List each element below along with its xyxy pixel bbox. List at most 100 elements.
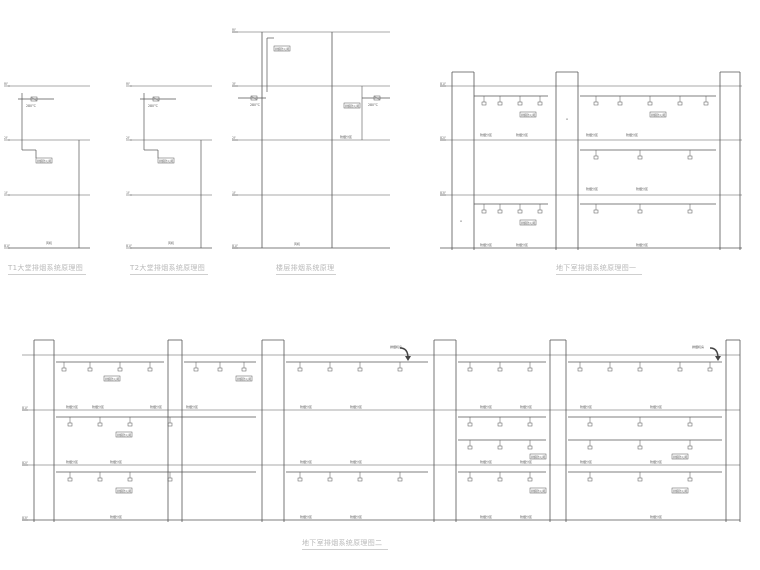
caption-floor: 楼层排烟系统原理: [276, 264, 335, 272]
zone-label: 防烟分区: [480, 242, 492, 247]
label-box: [519, 219, 537, 226]
caption-underline: [130, 274, 208, 275]
zone-label: 防烟分区: [480, 514, 492, 519]
zone-label: 防烟分区: [300, 514, 312, 519]
zone-label: 防烟分区: [636, 242, 648, 247]
fire-damper: [152, 96, 160, 102]
smoke-outlet: [481, 209, 487, 214]
damper-blade: [30, 96, 38, 102]
floor-level-label: 2F: [126, 136, 130, 140]
smoke-outlet: [677, 367, 683, 372]
smoke-outlet: [357, 477, 363, 482]
smoke-outlet: [67, 477, 73, 482]
zone-label: 防烟分区: [580, 404, 592, 409]
floor-level-label: 1F: [126, 191, 130, 195]
caption-underline: [8, 274, 86, 275]
smoke-outlet: [467, 422, 473, 427]
label-box: [273, 45, 291, 52]
zone-label: 防烟分区: [636, 186, 648, 191]
smoke-outlet: [327, 367, 333, 372]
smoke-outlet: [647, 101, 653, 106]
smoke-outlet: [617, 101, 623, 106]
zone-label: 防烟分区: [66, 404, 78, 409]
smoke-outlet: [397, 367, 403, 372]
smoke-outlet: [497, 209, 503, 214]
zone-label: 防烟分区: [186, 404, 198, 409]
label-box: [343, 102, 361, 109]
room-label: 风机: [168, 240, 174, 245]
label-text: 排烟防火阀: [117, 433, 131, 437]
caption-underline: [556, 274, 642, 275]
smoke-outlet: [497, 445, 503, 450]
smoke-outlet: [687, 209, 693, 214]
zone-label: 防烟分区: [520, 459, 532, 464]
label-box: [115, 431, 133, 438]
floor-level-label: B1F: [4, 244, 10, 248]
smoke-outlet: [593, 209, 599, 214]
temp-label: 280°C: [250, 103, 261, 107]
damper-blade: [152, 96, 160, 102]
floor-level-label: B3F: [440, 191, 446, 195]
smoke-outlet: [537, 209, 543, 214]
zone-label: 防烟分区: [516, 132, 528, 137]
fan-arrow-head-icon: [405, 356, 411, 361]
temp-label: 280°C: [148, 104, 159, 108]
label-box: [671, 487, 689, 494]
label-box: [103, 375, 121, 382]
label-text: 排烟防火阀: [521, 221, 535, 225]
caption-t1-lobby: T1大堂排烟系统原理图: [8, 264, 84, 272]
floor-level-label: B1F: [22, 406, 28, 410]
smoke-outlet: [97, 422, 103, 427]
label-box: [157, 157, 175, 164]
zone-label: 防烟分区: [586, 186, 598, 191]
smoke-outlet: [497, 422, 503, 427]
floor-level-label: B1F: [440, 82, 446, 86]
label-text: 排烟防火阀: [521, 113, 535, 117]
label-text: 排烟防火阀: [531, 455, 545, 459]
smoke-outlet: [481, 101, 487, 106]
label-text: 排烟防火阀: [105, 377, 119, 381]
caption-basement-2: 地下室排烟系统原理图二: [302, 539, 383, 547]
label-box: [519, 111, 537, 118]
smoke-outlet: [637, 209, 643, 214]
zone-label: 防烟分区: [66, 459, 78, 464]
label-text: 排烟防火阀: [275, 47, 289, 51]
smoke-outlet: [397, 477, 403, 482]
smoke-outlet: [241, 367, 247, 372]
smoke-outlet: [637, 422, 643, 427]
smoke-outlet: [497, 101, 503, 106]
room-label: 风机: [294, 241, 300, 246]
smoke-outlet: [687, 155, 693, 160]
zone-label: 防烟分区: [300, 404, 312, 409]
smoke-outlet: [527, 445, 533, 450]
floor-level-label: 3F: [232, 82, 236, 86]
smoke-outlet: [593, 101, 599, 106]
zone-label: 防烟分区: [350, 514, 362, 519]
smoke-outlet: [467, 477, 473, 482]
smoke-outlet: [61, 367, 67, 372]
label-text: 排烟防火阀: [531, 489, 545, 493]
floor-level-label: 2F: [232, 136, 236, 140]
zone-label: 防烟分区: [650, 404, 662, 409]
label-text: 排烟防火阀: [237, 377, 251, 381]
fan-room-label: 排烟机房: [692, 344, 704, 349]
label-box: [115, 487, 133, 494]
smoke-outlet: [687, 477, 693, 482]
smoke-outlet: [517, 209, 523, 214]
smoke-outlet: [637, 477, 643, 482]
temp-label: 280°C: [368, 103, 379, 107]
zone-label: 防烟分区: [626, 132, 638, 137]
damper-blade: [250, 95, 258, 101]
smoke-outlet: [707, 367, 713, 372]
zone-label: 防烟分区: [480, 132, 492, 137]
caption-t2-lobby: T2大堂排烟系统原理图: [130, 264, 206, 272]
shaft-label: A: [460, 219, 463, 223]
smoke-outlet: [527, 367, 533, 372]
caption-basement-1: 地下室排烟系统原理图一: [556, 264, 637, 272]
smoke-outlet: [297, 367, 303, 372]
smoke-outlet: [593, 155, 599, 160]
fire-damper: [373, 95, 381, 101]
label-text: 排烟防火阀: [37, 159, 51, 163]
smoke-outlet: [97, 477, 103, 482]
